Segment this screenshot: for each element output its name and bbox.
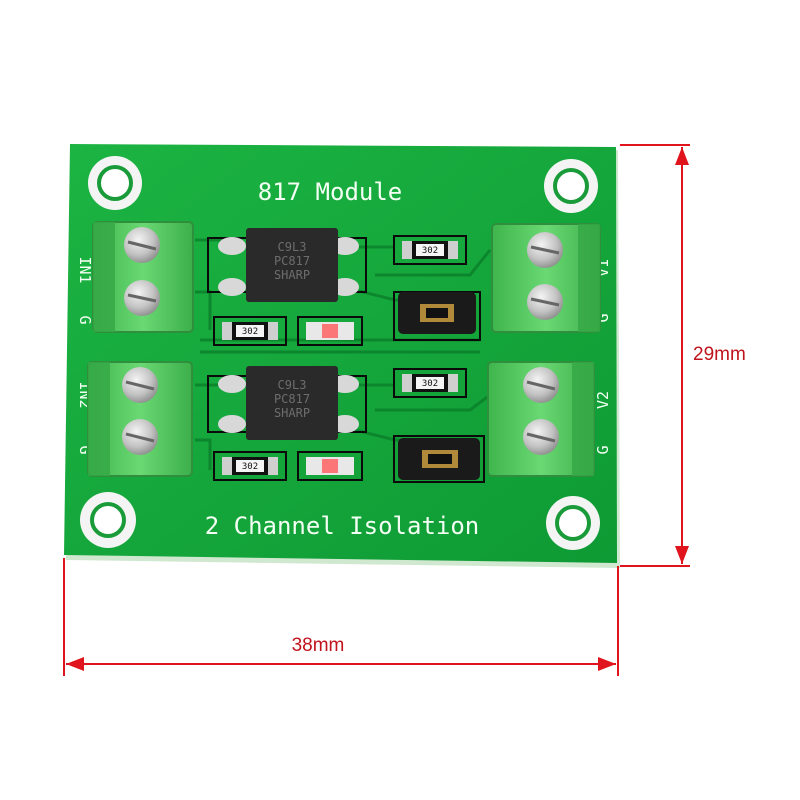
label-g-right-1: G — [594, 313, 612, 322]
board-subtitle: 2 Channel Isolation — [205, 512, 480, 540]
resistor-top-left: 302 — [213, 316, 287, 346]
chip-mark-line1: C9L3 — [278, 240, 307, 254]
chip-mark-line3: SHARP — [274, 268, 310, 282]
chip-mark-line1: C9L3 — [278, 378, 307, 392]
height-label: 29mm — [693, 344, 746, 365]
resistor-code: 302 — [422, 379, 438, 389]
mounting-hole-top-right — [544, 159, 598, 213]
resistor-bottom-right: 302 — [393, 368, 467, 398]
arrow-right-icon — [598, 657, 616, 671]
board-title: 817 Module — [258, 178, 403, 206]
dimension-height: 29mm — [620, 144, 746, 567]
terminal-block-v2 — [487, 361, 595, 477]
mounting-hole-bottom-right — [546, 496, 600, 550]
terminal-block-v1 — [491, 223, 601, 333]
terminal-block-in2 — [87, 361, 193, 477]
label-g-left-2: G — [76, 445, 94, 454]
chip-mark-line2: PC817 — [274, 254, 310, 268]
led-bottom — [297, 451, 363, 481]
label-g-right-2: G — [594, 445, 612, 454]
resistor-code: 302 — [242, 462, 258, 472]
terminal-block-in1 — [92, 221, 194, 333]
led-top — [297, 316, 363, 346]
jumper-bottom — [393, 435, 485, 483]
label-v2: V2 — [594, 391, 612, 409]
pcb-board: 817 Module 2 Channel Isolation IN1 G IN2… — [64, 144, 620, 568]
resistor-code: 302 — [242, 327, 258, 337]
optocoupler-top: C9L3 PC817 SHARP — [207, 228, 367, 302]
arrow-up-icon — [675, 147, 689, 165]
dimension-width: 38mm — [63, 558, 619, 676]
label-in1: IN1 — [76, 256, 94, 283]
label-g-left-1: G — [76, 315, 94, 324]
chip-mark-line2: PC817 — [274, 392, 310, 406]
arrow-down-icon — [675, 546, 689, 564]
jumper-top — [393, 291, 481, 341]
arrow-left-icon — [66, 657, 84, 671]
resistor-bottom-left: 302 — [213, 451, 287, 481]
resistor-top-right: 302 — [393, 235, 467, 265]
mounting-hole-bottom-left — [80, 492, 136, 548]
chip-mark-line3: SHARP — [274, 406, 310, 420]
mounting-hole-top-left — [88, 156, 142, 210]
width-label: 38mm — [292, 635, 345, 656]
resistor-code: 302 — [422, 246, 438, 256]
optocoupler-bottom: C9L3 PC817 SHARP — [207, 366, 367, 440]
